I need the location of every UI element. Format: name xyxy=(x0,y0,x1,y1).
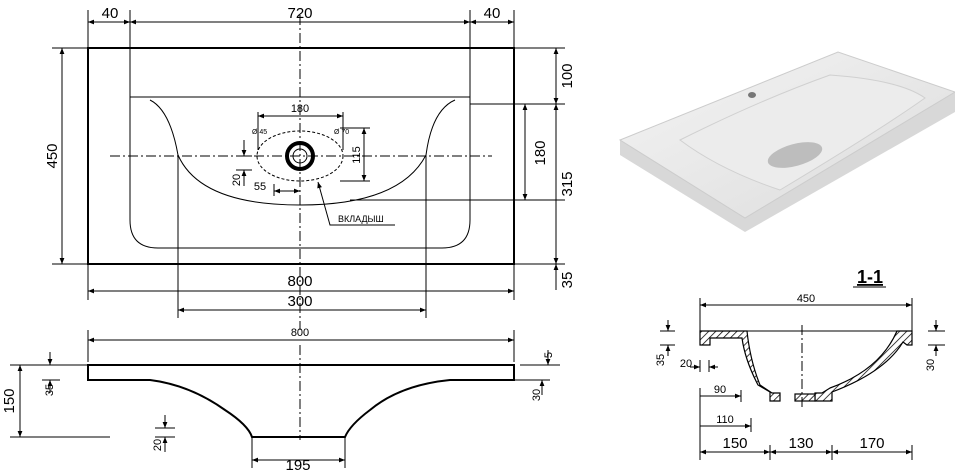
drain-inner xyxy=(292,148,308,164)
dim-bowl-width: 300 xyxy=(287,293,312,310)
dim-inner-width: 720 xyxy=(287,5,312,22)
section-left-wall xyxy=(699,330,781,402)
front-dim-edge-side: 30 xyxy=(531,389,543,401)
dim-insert-depth: 115 xyxy=(351,146,363,164)
front-dim-base-height: 20 xyxy=(152,439,164,451)
basin-outline xyxy=(129,96,471,249)
dim-depth: 450 xyxy=(44,143,61,168)
dim-insert-width: 180 xyxy=(291,103,309,115)
dim-front-margin: 100 xyxy=(559,63,576,88)
section-dim-left-slab: 35 xyxy=(655,354,667,366)
section-dim-to-bowl: 110 xyxy=(716,414,734,426)
front-view: 800 150 35 5 30 20 195 xyxy=(1,327,560,474)
front-dim-edge-top: 5 xyxy=(543,352,555,358)
section-view: 1-1 450 35 xyxy=(655,267,945,460)
top-view: 40 720 40 450 100 315 35 180 800 300 180… xyxy=(44,5,576,330)
section-dim-seg2: 130 xyxy=(788,435,813,452)
product-photo xyxy=(618,51,955,232)
dim-dia-small: Ø 45 xyxy=(252,129,267,136)
dim-total-width: 800 xyxy=(287,273,312,290)
drain-hole xyxy=(285,141,315,171)
front-dim-base-width: 195 xyxy=(285,457,310,474)
section-drain xyxy=(794,393,816,402)
section-dim-seg1: 150 xyxy=(722,435,747,452)
dim-drain-x: 55 xyxy=(254,181,266,193)
dim-back-margin: 35 xyxy=(559,272,576,289)
section-dim-to-wall: 90 xyxy=(714,384,726,396)
sink-bowl xyxy=(679,74,926,191)
section-title: 1-1 xyxy=(857,267,883,287)
dim-drain-shift: 20 xyxy=(231,174,243,186)
section-dim-right-slab: 30 xyxy=(925,359,937,371)
section-dim-depth: 450 xyxy=(797,293,815,305)
faucet-hole xyxy=(748,92,756,98)
dim-side-left: 40 xyxy=(102,5,119,22)
dim-side-right: 40 xyxy=(484,5,501,22)
insert-label: ВКЛАДЫШ xyxy=(338,214,384,224)
insert-outline xyxy=(256,130,344,182)
section-right-wall xyxy=(814,330,913,402)
section-dim-seg3: 170 xyxy=(859,435,884,452)
countertop-outline xyxy=(87,47,515,265)
dim-bowl-depth: 180 xyxy=(532,140,549,165)
front-dim-width: 800 xyxy=(291,327,309,339)
section-dim-lip: 20 xyxy=(680,358,692,370)
dim-drain-offset: 315 xyxy=(559,171,576,196)
dim-dia-large: Ø 70 xyxy=(334,129,349,136)
front-dim-height: 150 xyxy=(1,388,18,413)
front-dim-slab: 35 xyxy=(44,384,56,396)
sink-drain xyxy=(767,142,823,168)
front-outline xyxy=(87,364,515,438)
